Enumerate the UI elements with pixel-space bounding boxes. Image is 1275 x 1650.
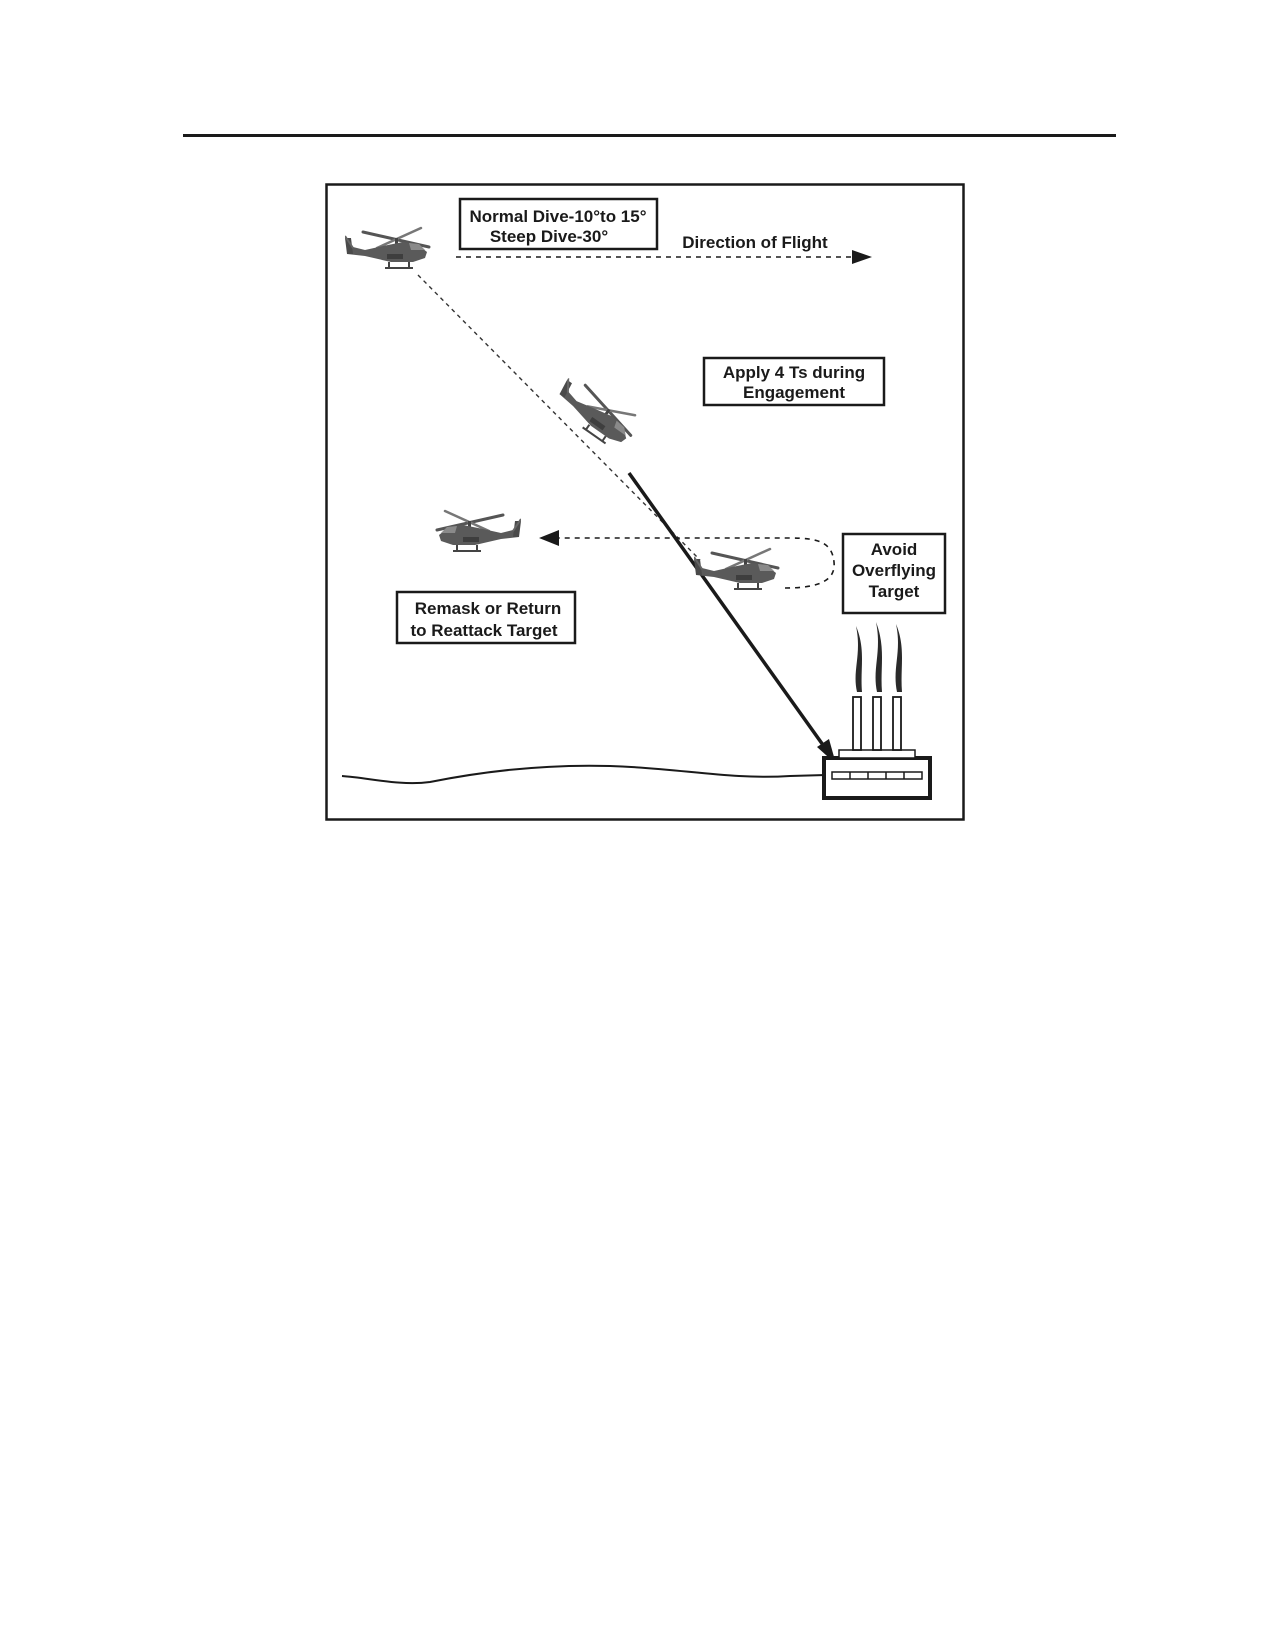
helicopter-icon (435, 509, 521, 553)
factory-icon (822, 622, 932, 800)
helicopter-icon (548, 370, 644, 455)
direction-of-flight-label: Direction of Flight (682, 233, 828, 252)
header-rule (183, 134, 1116, 137)
avoid-overflying-box (841, 532, 947, 615)
return-arrowhead (539, 530, 559, 546)
dive-steep-label: Steep Dive-30° (490, 227, 608, 246)
break-away-path (558, 537, 835, 589)
remask-label-line2: to Reattack Target (410, 621, 557, 640)
dive-path (417, 274, 701, 561)
avoid-label-line1: Avoid (871, 540, 918, 559)
remask-label-line1: Remask or Return (415, 599, 561, 618)
apply-4ts-label-line2: Engagement (743, 383, 845, 402)
direction-arrowhead (852, 250, 872, 264)
remask-box (395, 590, 577, 645)
dive-normal-label: Normal Dive-10°to 15° (469, 207, 646, 226)
avoid-label-line2: Overflying (852, 561, 936, 580)
dive-angle-box (458, 197, 659, 251)
apply-4ts-label-line1: Apply 4 Ts during (723, 363, 865, 382)
apply-4ts-box (702, 356, 886, 407)
attack-line (627, 471, 830, 754)
figure-frame (325, 183, 965, 821)
ground-line (341, 764, 827, 785)
helicopter-icon (345, 226, 431, 270)
avoid-label-line3: Target (869, 582, 920, 601)
